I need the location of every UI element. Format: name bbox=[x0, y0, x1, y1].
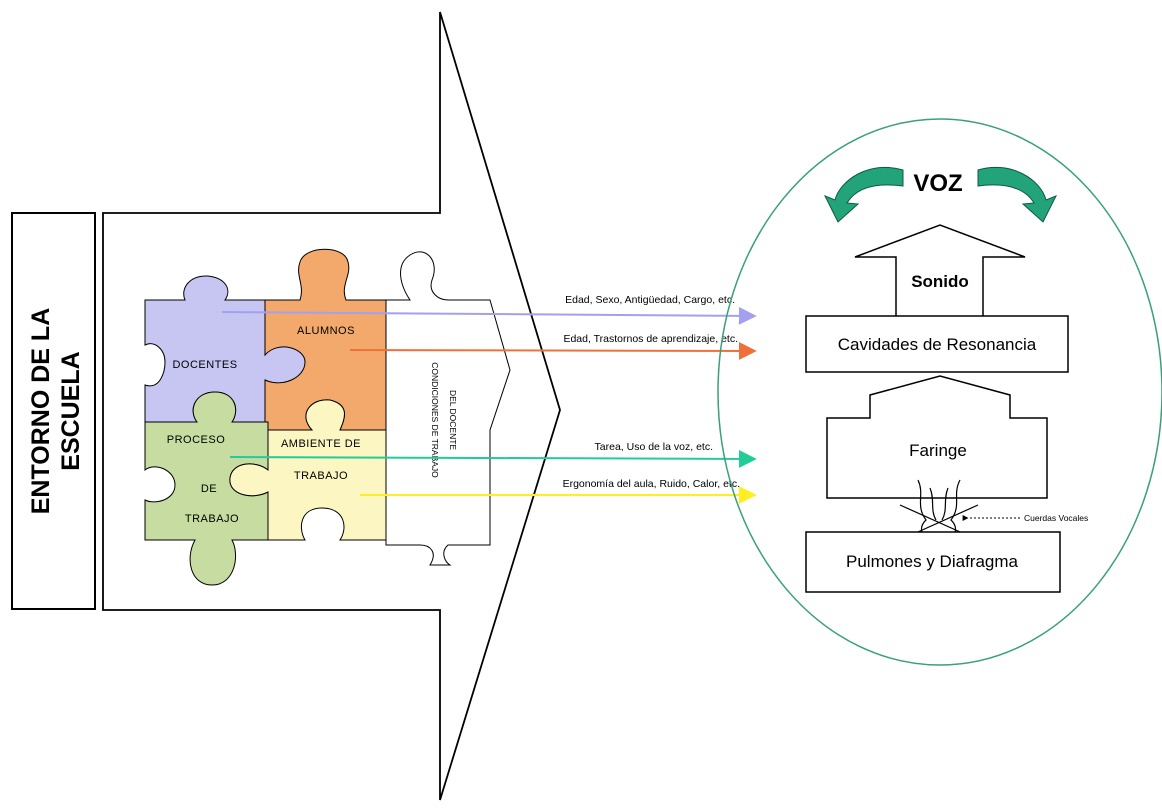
proceso-piece bbox=[144, 391, 269, 586]
pulmones-box bbox=[805, 531, 1061, 593]
curved-arrow-left-icon bbox=[823, 166, 904, 223]
cavidades-label: Cavidades de Resonancia bbox=[838, 335, 1037, 354]
condiciones-label-2: DEL DOCENTE bbox=[448, 390, 458, 450]
ambiente-piece bbox=[229, 399, 387, 541]
condiciones-piece bbox=[385, 251, 511, 566]
ambiente-label-2: TRABAJO bbox=[294, 470, 348, 482]
arrow-teal bbox=[229, 449, 757, 468]
proceso-label-2: DE bbox=[201, 483, 217, 495]
faringe-shape bbox=[826, 375, 1048, 499]
docentes-label: DOCENTES bbox=[172, 359, 237, 371]
arrow-purple bbox=[221, 306, 757, 325]
alumnos-label: ALUMNOS bbox=[297, 325, 355, 337]
pulmones-label: Pulmones y Diafragma bbox=[846, 552, 1019, 571]
arrow-label-1: Edad, Sexo, Antigüedad, Cargo, etc. bbox=[565, 294, 735, 306]
curved-arrow-right-icon bbox=[977, 166, 1058, 223]
proceso-label-1: PROCESO bbox=[167, 434, 226, 446]
faringe-label: Faringe bbox=[909, 441, 967, 460]
proceso-label-3: TRABAJO bbox=[185, 513, 239, 525]
arrow-label-4: Ergonomía del aula, Ruido, Calor, etc. bbox=[563, 478, 740, 490]
arrow-label-2: Edad, Trastornos de aprendizaje, etc. bbox=[563, 333, 738, 345]
cuerdas-label: Cuerdas Vocales bbox=[1024, 513, 1088, 523]
voice-ellipse bbox=[717, 118, 1162, 666]
voz-title: VOZ bbox=[913, 170, 962, 197]
sonido-arrow bbox=[854, 224, 1026, 316]
entorno-line2: ESCUELA bbox=[57, 351, 85, 470]
cavidades-box bbox=[805, 315, 1069, 373]
condiciones-label-1: CONDICIONES DE TRABAJO bbox=[430, 362, 440, 478]
sonido-label: Sonido bbox=[911, 272, 969, 291]
entorno-box bbox=[11, 212, 96, 610]
ambiente-label-1: AMBIENTE DE bbox=[281, 438, 361, 450]
arrow-orange bbox=[349, 341, 757, 360]
arrow-label-3: Tarea, Uso de la voz, etc. bbox=[595, 441, 713, 453]
entorno-line1: ENTORNO DE LA bbox=[27, 308, 55, 515]
